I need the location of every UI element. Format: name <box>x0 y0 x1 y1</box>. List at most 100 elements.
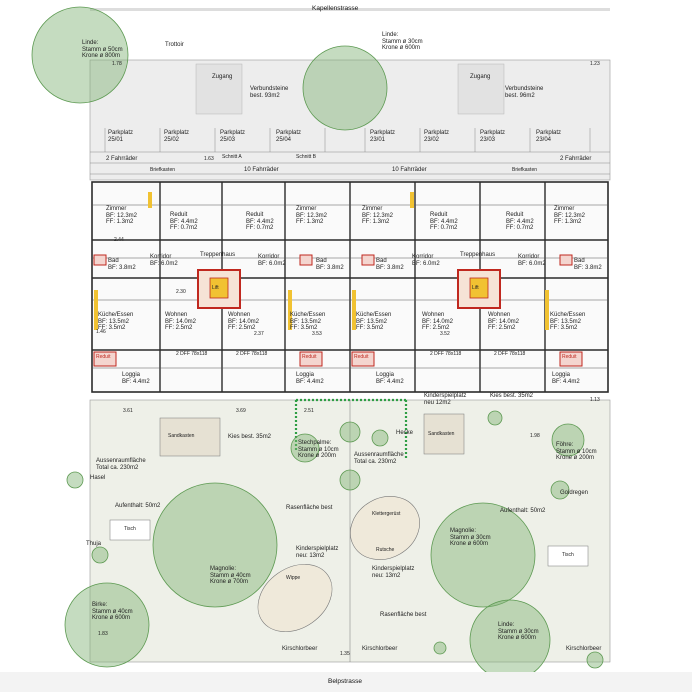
dff-label-1: 2 DFF 78x118 <box>176 351 208 357</box>
street-north-label: Kapellenstrasse <box>312 5 359 12</box>
parking-area <box>89 59 611 181</box>
dim-11: 1.83 <box>98 631 108 637</box>
parking-2: Parkplatz 25/02 <box>164 130 190 143</box>
dim-5: 2.30 <box>176 289 186 295</box>
interior-walls <box>92 204 608 369</box>
bikes-mid-right-label: 10 Fahrräder <box>392 167 427 173</box>
lift-left <box>209 277 229 299</box>
hedge <box>294 398 408 460</box>
parking-7: Parkplatz 23/03 <box>480 130 506 143</box>
dim-8: 1.46 <box>96 329 106 335</box>
zugang-right-label: Zugang <box>470 74 491 80</box>
lift-label-2: Lift <box>472 285 479 291</box>
kinderspielplatz-top-label: Kinderspielplatz neu 12m2 <box>424 393 467 406</box>
zugang-left-label: Zugang <box>212 74 233 80</box>
briefkasten-left-label: Briefkasten <box>150 167 176 173</box>
dim-9: 2.44 <box>114 237 124 243</box>
dff-label-3: 2 DFF 78x118 <box>430 351 462 357</box>
dim-1: 3.61 <box>123 408 133 414</box>
reduit-red-3: Reduit <box>354 354 369 360</box>
verbund-left-label: Verbundsteine best. 93m2 <box>250 86 289 99</box>
sandkasten-label-left: Sandkasten <box>168 433 195 439</box>
dff-label-2: 2 DFF 78x118 <box>236 351 268 357</box>
dim-3: 3.69 <box>236 408 246 414</box>
hecke-label: Hecke <box>396 430 414 436</box>
street-belp <box>0 672 692 692</box>
room-treppenhaus-1: Treppenhaus <box>200 252 236 258</box>
bikes-mid-left-label: 10 Fahrräder <box>244 167 279 173</box>
parking-5: Parkplatz 23/01 <box>370 130 396 143</box>
sandkasten-right <box>423 413 465 455</box>
dim-15: 1.13 <box>590 397 600 403</box>
aufenthalt-right-label: Aufenthalt: 50m2 <box>500 508 546 514</box>
wippe-label: Wippe <box>286 575 301 581</box>
verbund-right-label: Verbundsteine best. 96m2 <box>505 86 544 99</box>
reduit-red-2: Reduit <box>302 354 317 360</box>
hasel-label: Hasel <box>90 475 106 481</box>
dim-12: 1.78 <box>112 61 122 67</box>
sandkasten-label-right: Sandkasten <box>428 431 455 437</box>
kitchen-fixtures <box>94 192 549 330</box>
dff-label-4: 2 DFF 78x118 <box>494 351 526 357</box>
schnitt-a-label: Schnitt A <box>222 154 242 160</box>
kies-left-label: Kies best. 35m2 <box>228 434 272 440</box>
street-edge-north <box>90 8 610 11</box>
kies-right-label: Kies best. 35m2 <box>490 393 534 399</box>
bikes-right-label: 2 Fahrräder <box>560 156 592 162</box>
street-south-label: Belpstrasse <box>328 678 362 685</box>
table-left <box>109 519 151 541</box>
dim-7: 3.52 <box>440 331 450 337</box>
dim-13: 1.23 <box>590 61 600 67</box>
lift-label-1: Lift <box>212 285 219 291</box>
dim-10: 1.98 <box>530 433 540 439</box>
aussenraum-left-label: Aussenraumfläche Total ca. 230m2 <box>96 458 146 471</box>
schnitt-b-label: Schnitt B <box>296 154 317 160</box>
reduit-markers <box>93 254 583 367</box>
trottoir-label: Trottoir <box>165 42 184 48</box>
room-treppenhaus-2: Treppenhaus <box>460 252 496 258</box>
thuja-label: Thuja <box>86 541 102 547</box>
dim-16: 1.35 <box>340 651 350 657</box>
parking-8: Parkplatz 23/04 <box>536 130 562 143</box>
tree-crowns <box>31 6 604 681</box>
dim-2: 2.51 <box>304 408 314 414</box>
table-label-left: Tisch <box>124 526 136 532</box>
reduit-red-4: Reduit <box>562 354 577 360</box>
aufenthalt-left-label: Aufenthalt: 50m2 <box>115 503 161 509</box>
kinderspielplatz-mid-label: Kinderspielplatz neu: 13m2 <box>296 546 339 559</box>
lift-right <box>469 277 489 299</box>
aussenraum-right-label: Aussenraumfläche Total ca. 230m2 <box>354 452 404 465</box>
parking-3: Parkplatz 25/03 <box>220 130 246 143</box>
parking-4: Parkplatz 25/04 <box>276 130 302 143</box>
